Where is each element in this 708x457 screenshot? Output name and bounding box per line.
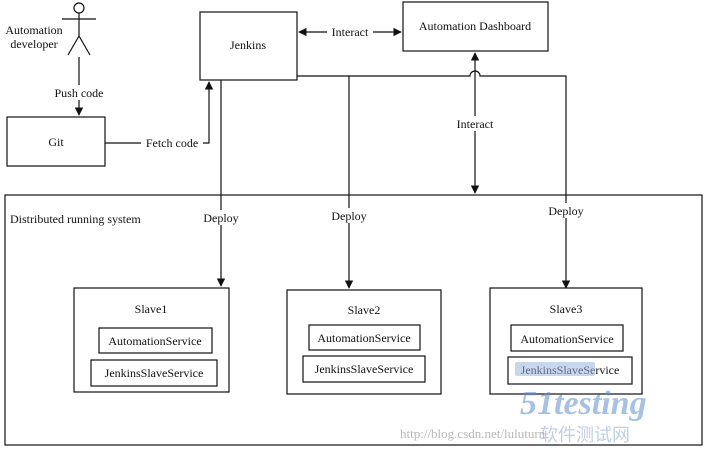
watermark-logo-caption: 软件测试网 [540, 425, 630, 445]
watermark-logo: 51testing 软件测试网 [515, 362, 647, 445]
fetch-code-label: Fetch code [146, 136, 198, 150]
deploy-label-2: Deploy [331, 209, 366, 223]
watermark-logo-text: 51testing [520, 385, 647, 422]
git-label: Git [48, 135, 64, 149]
actor-label-line1: Automation [5, 23, 62, 37]
slave-2-automation-service: AutomationService [317, 331, 410, 345]
slave-2-jenkins-slave-service: JenkinsSlaveService [315, 362, 414, 376]
watermark-url: http://blog.csdn.net/luluturn [400, 426, 546, 441]
actor-label-line2: developer [10, 37, 57, 51]
slave-3-name: Slave3 [550, 302, 583, 316]
interact-vertical-label: Interact [457, 117, 494, 131]
interact-top-label: Interact [332, 25, 369, 39]
push-code-label: Push code [55, 86, 104, 100]
slave-1: Slave1 AutomationService JenkinsSlaveSer… [73, 287, 230, 393]
jenkins-label: Jenkins [230, 38, 266, 52]
jenkins-box [199, 11, 298, 81]
slave-3: Slave3 AutomationService JenkinsSlaveSer… [489, 287, 643, 395]
dashboard-box [402, 1, 549, 52]
slave-2-name: Slave2 [348, 303, 381, 317]
slave-1-jenkins-slave-service: JenkinsSlaveService [105, 366, 204, 380]
fetch-code-arrow [105, 81, 214, 144]
distributed-system-box [4, 194, 703, 446]
slave-1-name: Slave1 [135, 302, 168, 316]
slave-3-automation-service: AutomationService [520, 332, 613, 346]
jenkins-bus-line [297, 70, 571, 289]
distributed-system-title: Distributed running system [10, 212, 141, 226]
deploy-label-3: Deploy [548, 204, 583, 218]
slave-1-automation-service: AutomationService [108, 334, 201, 348]
slave-2: Slave2 AutomationService JenkinsSlaveSer… [286, 289, 442, 395]
developer-actor [62, 2, 96, 56]
deploy-label-1: Deploy [203, 211, 238, 225]
dashboard-label: Automation Dashboard [419, 19, 531, 33]
git-box [6, 116, 106, 167]
